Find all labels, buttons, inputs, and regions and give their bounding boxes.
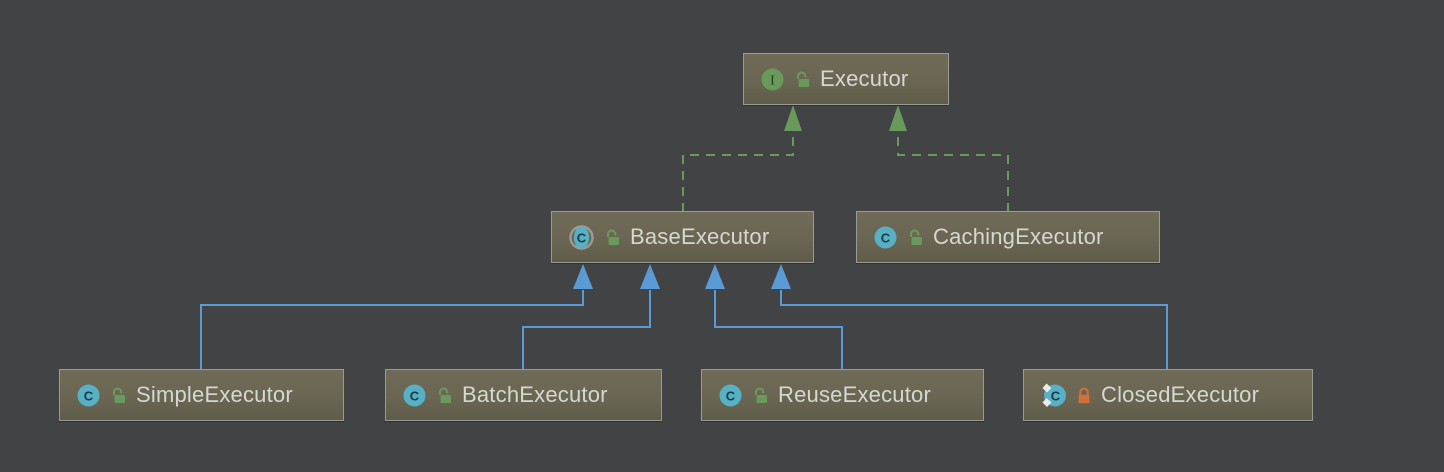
edge-closed-executor-extends-base — [771, 264, 1168, 370]
unlocked-icon — [796, 71, 809, 87]
edge-simple-executor-extends-base — [200, 264, 593, 370]
svg-text:C: C — [726, 388, 736, 403]
node-label: BaseExecutor — [630, 224, 770, 249]
svg-text:I: I — [770, 73, 775, 88]
node-closed-executor[interactable]: C ClosedExecutor — [1023, 369, 1313, 421]
unlocked-icon — [112, 387, 125, 403]
class-icon: C — [719, 384, 742, 406]
unlocked-icon — [754, 387, 767, 403]
class-icon: C — [77, 384, 100, 406]
svg-text:C: C — [84, 388, 94, 403]
svg-text:C: C — [1051, 388, 1061, 403]
interface-icon: I — [761, 68, 784, 90]
locked-icon — [1078, 386, 1090, 403]
edge-reuse-executor-extends-base — [705, 264, 843, 370]
unlocked-icon — [606, 229, 619, 245]
node-base-executor[interactable]: C BaseExecutor — [551, 211, 814, 263]
unlocked-icon — [909, 229, 922, 245]
edge-caching-executor-realizes-executor — [889, 105, 1009, 212]
node-label: BatchExecutor — [462, 382, 608, 407]
edge-batch-executor-extends-base — [522, 264, 660, 370]
node-batch-executor[interactable]: C BatchExecutor — [385, 369, 662, 421]
class-icon: C — [403, 384, 426, 406]
node-label: SimpleExecutor — [136, 382, 293, 407]
node-label: ClosedExecutor — [1101, 382, 1260, 407]
svg-text:C: C — [577, 230, 587, 245]
node-label: Executor — [820, 66, 909, 91]
class-icon: C — [874, 226, 897, 248]
svg-text:C: C — [881, 230, 891, 245]
node-label: ReuseExecutor — [778, 382, 932, 407]
abstract-class-icon: C — [569, 224, 594, 250]
node-simple-executor[interactable]: C SimpleExecutor — [59, 369, 344, 421]
node-label: CachingExecutor — [933, 224, 1104, 249]
node-caching-executor[interactable]: C CachingExecutor — [856, 211, 1160, 263]
nested-class-icon: C — [1042, 383, 1066, 407]
node-executor[interactable]: I Executor — [743, 53, 949, 105]
svg-text:C: C — [410, 388, 420, 403]
unlocked-icon — [438, 387, 451, 403]
edge-base-executor-realizes-executor — [682, 105, 802, 212]
node-reuse-executor[interactable]: C ReuseExecutor — [701, 369, 984, 421]
